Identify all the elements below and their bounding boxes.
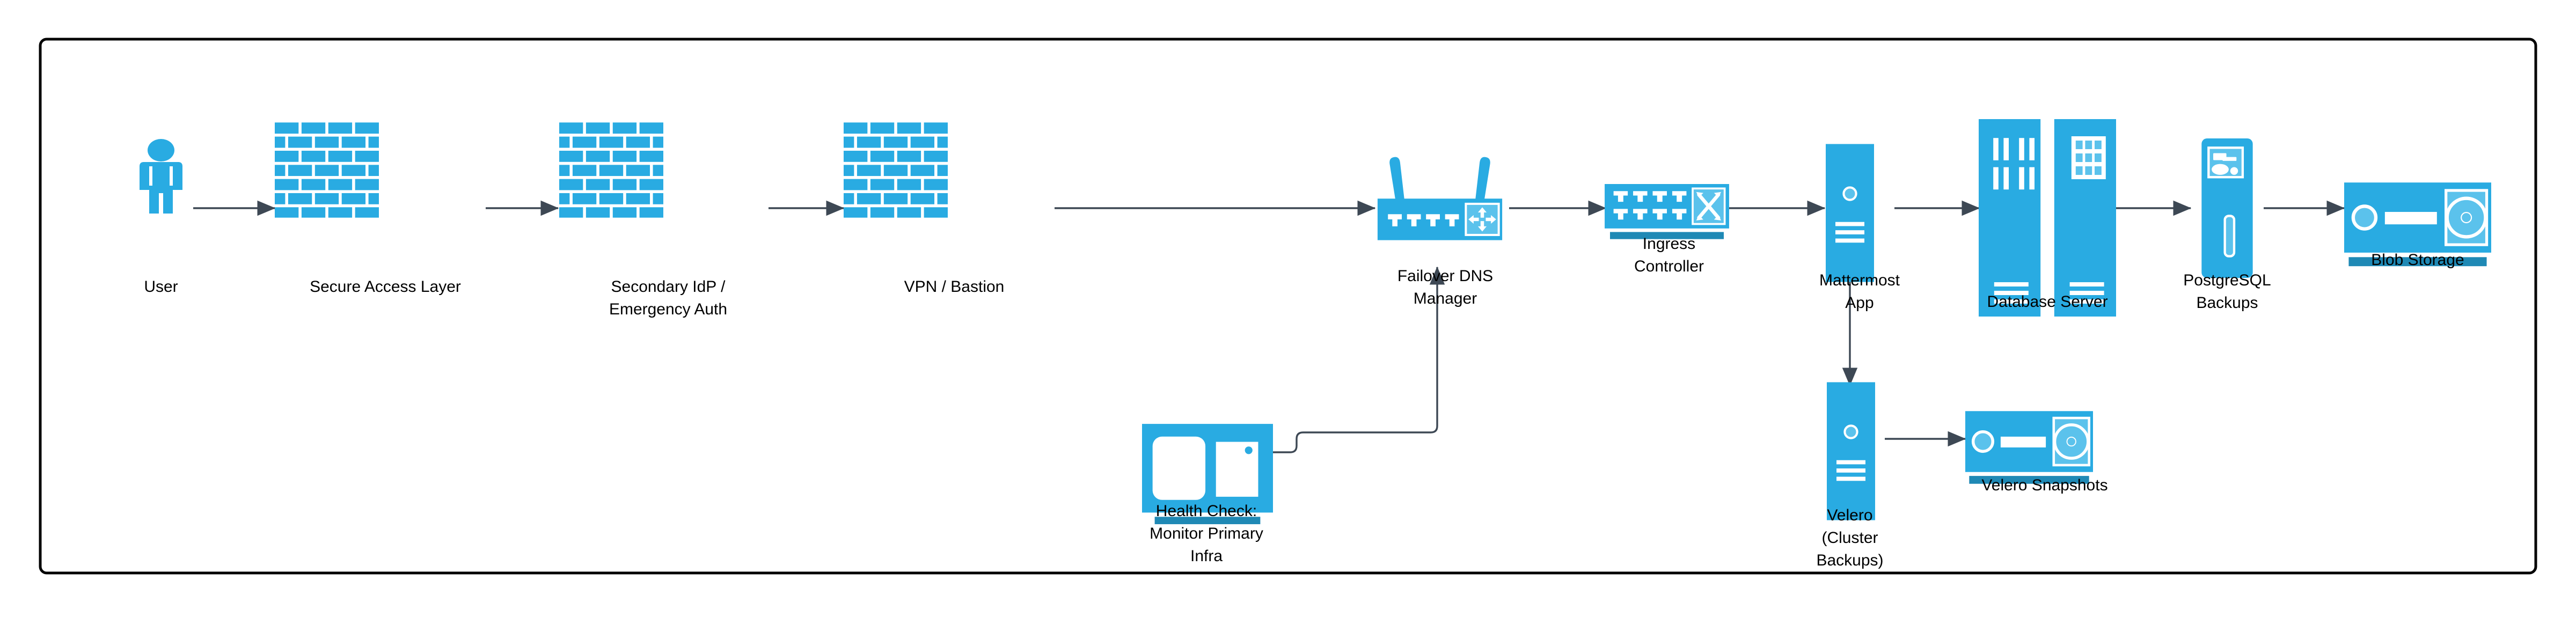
node-label-vpn-bastion: VPN / Bastion	[904, 278, 1005, 296]
backup-tower-icon	[2201, 138, 2252, 278]
server-tower-icon	[1827, 382, 1875, 520]
node-label-velero-snapshots: Velero Snapshots	[1981, 476, 2108, 494]
node-label-failover-dns-manager: Failover DNS Manager	[1397, 267, 1494, 307]
node-label-database-server: Database Server	[1987, 293, 2108, 311]
node-label-blob-storage: Blob Storage	[2371, 251, 2464, 269]
node-label-postgresql-backups: PostgreSQL Backups	[2183, 271, 2271, 312]
edge-health-check-to-failover-dns	[1273, 266, 1445, 453]
node-label-secondary-idp: Secondary IdP / Emergency Auth	[609, 278, 728, 318]
firewall-brick-icon	[559, 122, 663, 218]
node-label-user: User	[144, 278, 178, 296]
node-label-ingress-controller: Ingress Controller	[1634, 235, 1704, 275]
node-label-velero: Velero (Cluster Backups)	[1816, 506, 1884, 569]
node-label-mattermost-app: Mattermost App	[1819, 271, 1900, 312]
node-label-health-check: Health Check: Monitor Primary Infra	[1150, 502, 1263, 565]
firewall-brick-icon	[844, 122, 948, 218]
server-tower-icon	[1826, 144, 1874, 282]
firewall-brick-icon	[275, 122, 379, 218]
node-label-secure-access-layer: Secure Access Layer	[310, 278, 461, 296]
connector-layer	[193, 200, 2345, 453]
